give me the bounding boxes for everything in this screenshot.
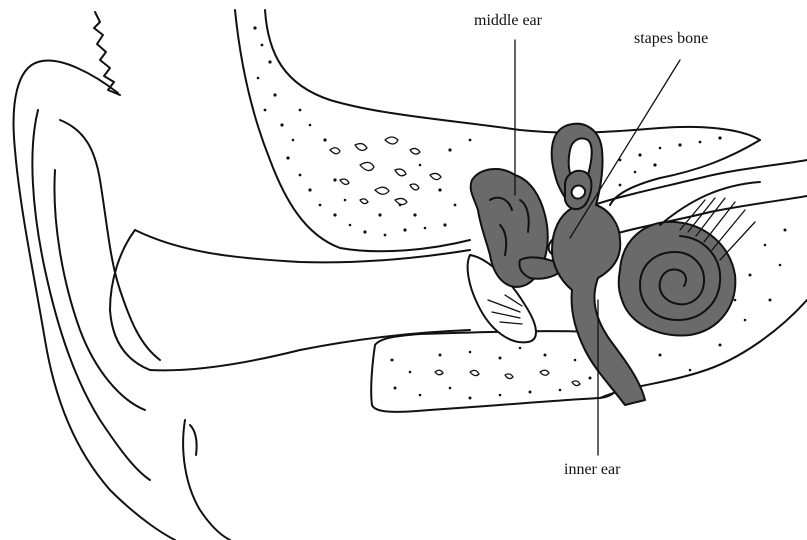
bone-cells-upper [330, 137, 441, 205]
label-stapes-bone: stapes bone [634, 31, 708, 47]
pinna [14, 61, 230, 540]
label-inner-ear: inner ear [564, 462, 620, 478]
ear-canal [135, 230, 470, 370]
label-middle-ear: middle ear [474, 13, 542, 29]
cochlea [619, 222, 736, 336]
hair-strands [94, 12, 120, 95]
